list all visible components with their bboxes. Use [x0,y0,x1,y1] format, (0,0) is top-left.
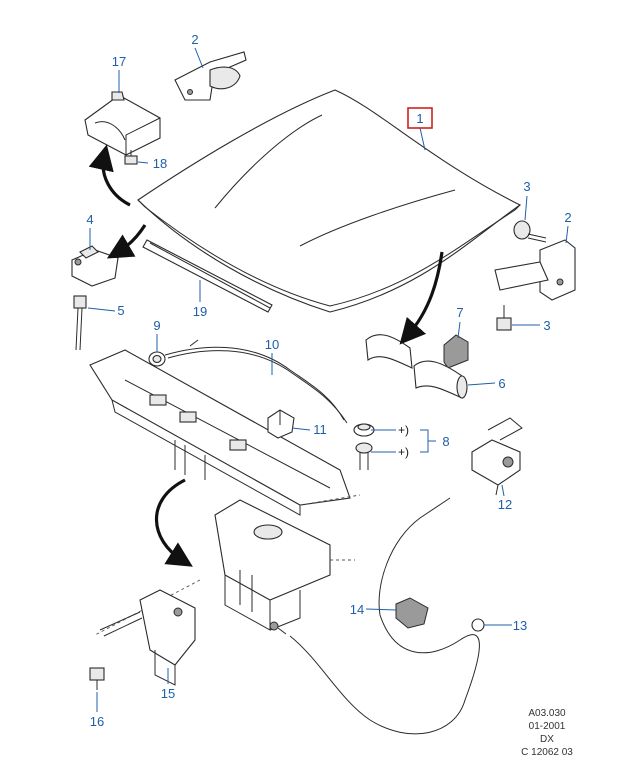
hinge-part-2-right [494,239,576,301]
grommet-part-9 [148,351,166,367]
callout-9: 9 [153,318,160,333]
callout-17: 17 [112,54,126,69]
leader-lines [87,47,569,712]
callout-8: 8 [442,434,449,449]
callout-10: 10 [265,337,279,352]
callout-14: 14 [350,602,364,617]
note-marker-lower: +) [398,445,409,459]
callout-3-lower: 3 [543,318,550,333]
callout-12: 12 [498,497,512,512]
part-1-highlight-box [407,107,433,129]
callout-16: 16 [90,714,104,729]
clip-part-4 [71,245,119,287]
callout-4: 4 [86,212,93,227]
callout-5: 5 [117,303,124,318]
bonnet-lock-part-15 [99,589,196,686]
bracket-part-17 [84,91,161,156]
callout-15: 15 [161,686,175,701]
ref-number: C 12062 03 [521,747,573,758]
callout-18: 18 [153,156,167,171]
ref-date: 01-2001 [529,721,566,732]
buffer-part-8-lower [355,442,373,470]
fixing-clip-part-11 [267,409,295,439]
callout-2-right: 2 [564,210,571,225]
callout-7: 7 [456,305,463,320]
lock-bracket [94,499,355,636]
prop-rod-part-10 [164,339,348,424]
screw-part-18 [124,150,138,165]
callout-1: 1 [416,111,423,126]
reference-block: A03.030 01-2001 DX C 12062 03 [521,708,573,758]
bolt-part-16 [89,667,105,690]
safety-catch-part-12 [471,417,523,496]
bonnet-panel [137,89,522,313]
callout-6: 6 [498,376,505,391]
bolt-part-3-lower [496,305,512,331]
callout-3-upper: 3 [523,179,530,194]
prop-pin-part-5 [73,295,87,351]
ref-side: DX [540,734,554,745]
callout-19: 19 [193,304,207,319]
callout-11: 11 [313,422,327,437]
cable-clip-part-14 [395,597,429,629]
bonnet-seal-strip [142,239,273,313]
ref-code: A03.030 [528,708,566,719]
hinge-part-2-left [174,51,247,101]
bolt-part-3-upper [513,220,547,243]
release-cable-part-13 [269,497,485,735]
front-cross-member [89,349,361,516]
note-marker-upper: +) [398,423,409,437]
bump-stop-part-7 [443,334,469,369]
callout-2-left: 2 [191,32,198,47]
callout-labels: 1 2 2 3 3 4 5 6 7 8 9 10 11 12 13 14 15 … [86,32,571,729]
callout-13: 13 [513,618,527,633]
assembly-arrows [88,144,444,567]
